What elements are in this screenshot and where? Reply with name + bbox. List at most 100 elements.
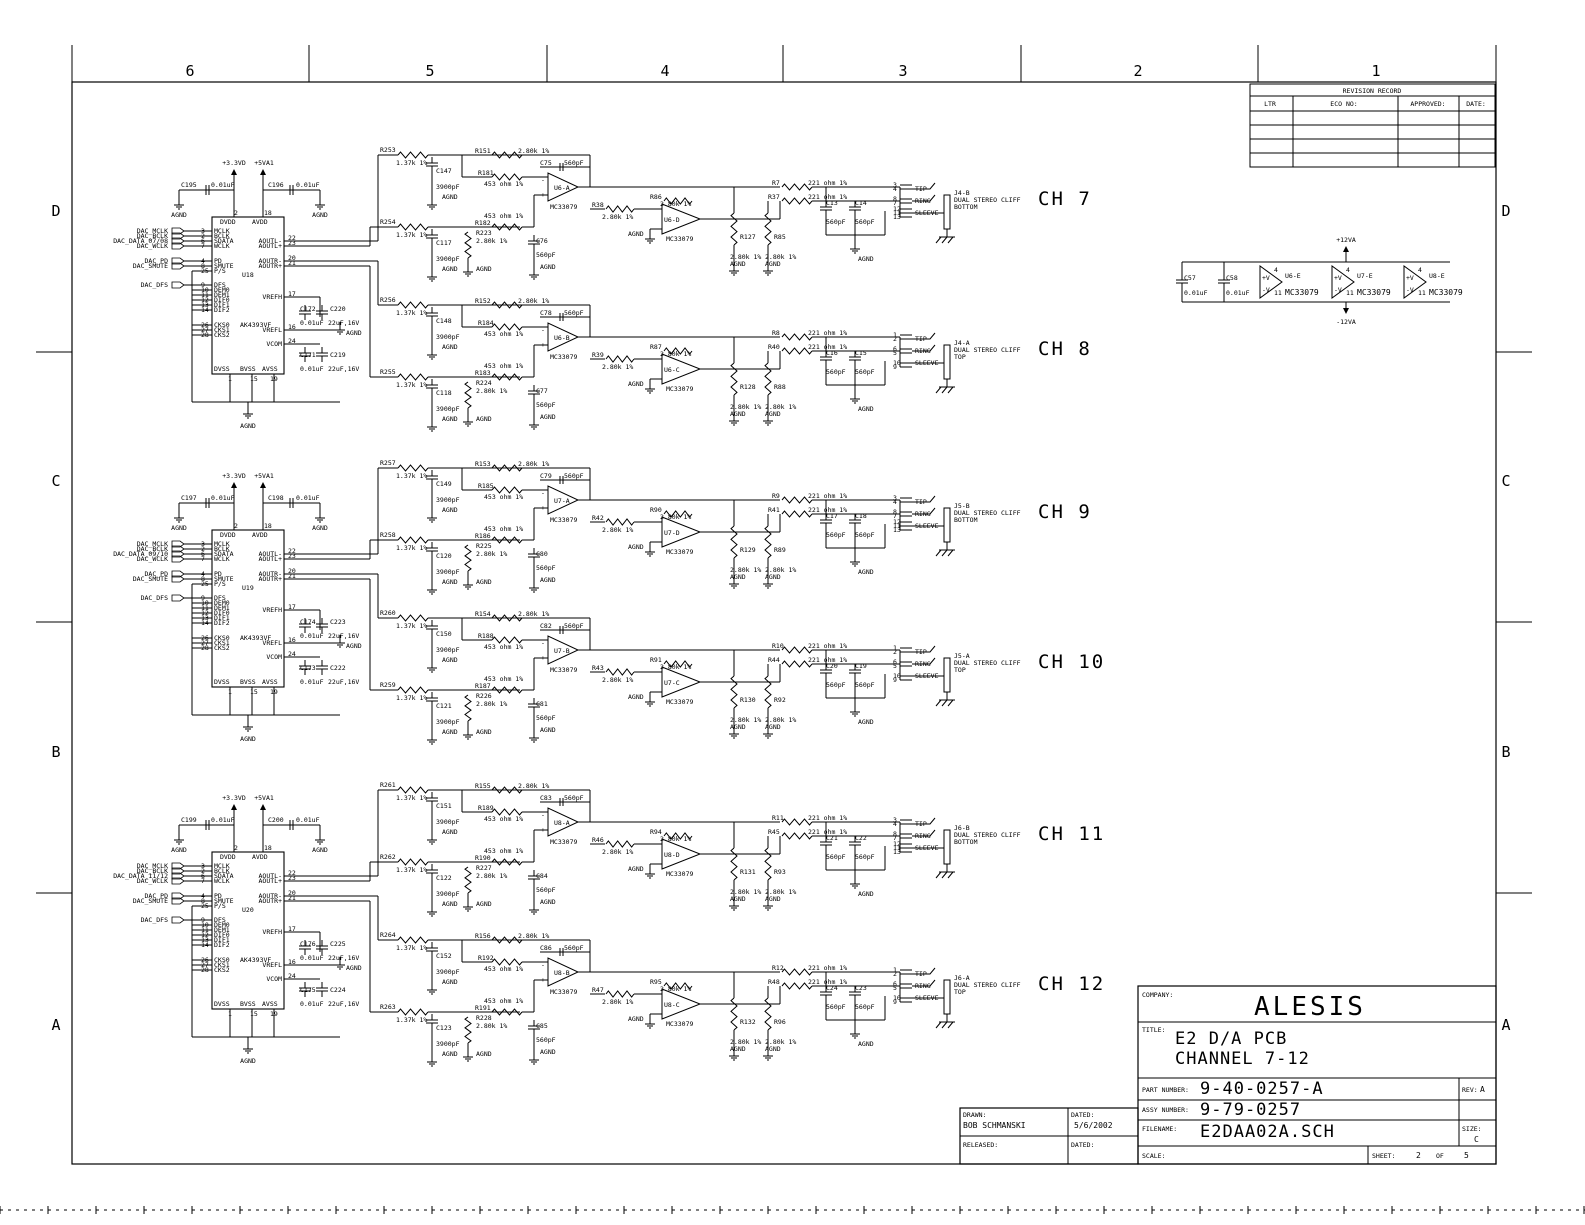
channel-label: CH 9	[1038, 501, 1092, 523]
sheet-label: SHEET:	[1372, 1152, 1395, 1160]
signal-label: DAC_DFS	[141, 281, 168, 289]
chassis-ground	[947, 1021, 954, 1029]
grid-column-label: 1	[1371, 62, 1380, 80]
cap-ref: C23	[855, 984, 867, 992]
pin-name: VCOM	[266, 340, 282, 348]
pin-name: SDATA	[214, 550, 234, 558]
resistor-value: 221 ohm 1%	[808, 193, 847, 201]
resistor-value: 1.37k 1%	[396, 694, 427, 702]
resistor-ref: R153	[475, 460, 491, 468]
connector-description: DUAL STEREO CLIFF	[954, 981, 1021, 989]
pin-name: DIF2	[214, 619, 230, 627]
drawn-date: 5/6/2002	[1074, 1121, 1113, 1130]
feedback-resistor	[491, 786, 523, 794]
output-resistor	[781, 347, 813, 355]
resistor-value: 2.80k 1%	[765, 1038, 796, 1046]
resistor-ref: R256	[380, 296, 396, 304]
power-5v-icon	[260, 482, 266, 488]
agnd-label: AGND	[442, 506, 458, 514]
chip-ref: U18	[242, 271, 254, 279]
connector-pin-number: 9	[893, 998, 897, 1006]
resistor-value: 453 ohm 1%	[484, 965, 523, 973]
signal-label: DAC_BCLK	[137, 867, 168, 875]
connector-position: BOTTOM	[954, 203, 978, 211]
agnd-label: AGND	[312, 211, 328, 219]
resistor-value: 2.80k 1%	[518, 782, 549, 790]
cap-value: 3900pF	[436, 405, 460, 413]
pin-number: 28	[201, 331, 209, 339]
feedback-resistor	[663, 832, 693, 840]
cap-ref: C19	[855, 662, 867, 670]
connector-pin-number: 9	[893, 676, 897, 684]
pin-number: 9	[201, 281, 205, 289]
pin-number: 15	[250, 1010, 258, 1018]
resistor-ref: R132	[740, 1018, 756, 1026]
resistor-ref: R154	[475, 610, 491, 618]
feedback-resistor	[491, 1008, 523, 1016]
released-label: RELEASED:	[963, 1141, 998, 1149]
input-resistor	[491, 486, 523, 494]
chassis-ground	[935, 549, 942, 557]
pin-name: CKS0	[214, 956, 230, 964]
cap-ref: C176	[300, 940, 316, 948]
pin-number: 27	[201, 639, 209, 647]
minus-v-label: -V	[1334, 286, 1342, 294]
agnd-label: AGND	[858, 568, 874, 576]
pin-number: 8	[201, 575, 205, 583]
connector-pin-number: 13	[893, 848, 901, 856]
pin-name: VREFH	[262, 606, 282, 614]
pin-number: 24	[288, 650, 296, 658]
resistor-value: 1.37k 1%	[396, 231, 427, 239]
connector-pin-number: 10	[893, 994, 901, 1002]
input-resistor	[491, 958, 523, 966]
resistor-ref: R8	[772, 329, 780, 337]
feedback-resistor	[663, 660, 693, 668]
resistor-ref: R261	[380, 781, 396, 789]
output-resistor	[781, 496, 813, 504]
connector-description: DUAL STEREO CLIFF	[954, 346, 1021, 354]
pin-number: 23	[288, 874, 296, 882]
cap-value: 560pF	[855, 531, 875, 539]
signal-label: DAC_DFS	[141, 916, 168, 924]
resistor-value: 221 ohm 1%	[808, 343, 847, 351]
pin-number: 26	[201, 321, 209, 329]
jack-connector	[943, 657, 951, 693]
resistor-ref: R226	[476, 692, 492, 700]
cap-ref: C22	[855, 834, 867, 842]
output-resistor	[781, 982, 813, 990]
resistor-value: 221 ohm 1%	[808, 492, 847, 500]
pin-number: 22	[288, 547, 296, 555]
pin-number: 3	[201, 862, 205, 870]
pin-name: DVSS	[214, 365, 230, 373]
opamp-ref: U6-B	[554, 334, 570, 342]
load-resistor	[764, 847, 772, 881]
resistor-ref: R186	[475, 532, 491, 540]
connector-pin-number: 10	[893, 672, 901, 680]
pin-name: P/S	[214, 580, 226, 588]
cap-value: 3900pF	[436, 183, 460, 191]
power-5v-label: +5VA1	[254, 794, 274, 802]
chassis-ground	[935, 386, 942, 394]
cap-value: 560pF	[564, 472, 584, 480]
cap-value: 0.01uF	[211, 181, 235, 189]
power-3v3-label: +3.3VD	[222, 159, 246, 167]
input-resistor	[605, 355, 635, 363]
signal-port-icon	[171, 242, 185, 250]
grid-row-label-right: D	[1501, 202, 1510, 220]
connector-pin-number: 7	[893, 199, 897, 207]
pin-name: DFS	[214, 594, 226, 602]
sheet-count: 5	[1464, 1151, 1469, 1160]
part-number-label: PART NUMBER:	[1142, 1086, 1189, 1094]
opamp-part: MC33079	[666, 548, 693, 556]
cap-ref: C81	[536, 700, 548, 708]
tip-contact	[912, 332, 936, 340]
feedback-resistor	[663, 982, 693, 990]
resistor-ref: R187	[475, 682, 491, 690]
pin-name: AOUTL+	[259, 242, 283, 250]
cap-ref: C13	[826, 199, 838, 207]
resistor-value: 453 ohm 1%	[484, 815, 523, 823]
grid-row-label-left: A	[51, 1016, 60, 1034]
feedback-resistor	[491, 858, 523, 866]
connector-ref: J5-B	[954, 502, 970, 510]
cap-ref: C121	[436, 702, 452, 710]
